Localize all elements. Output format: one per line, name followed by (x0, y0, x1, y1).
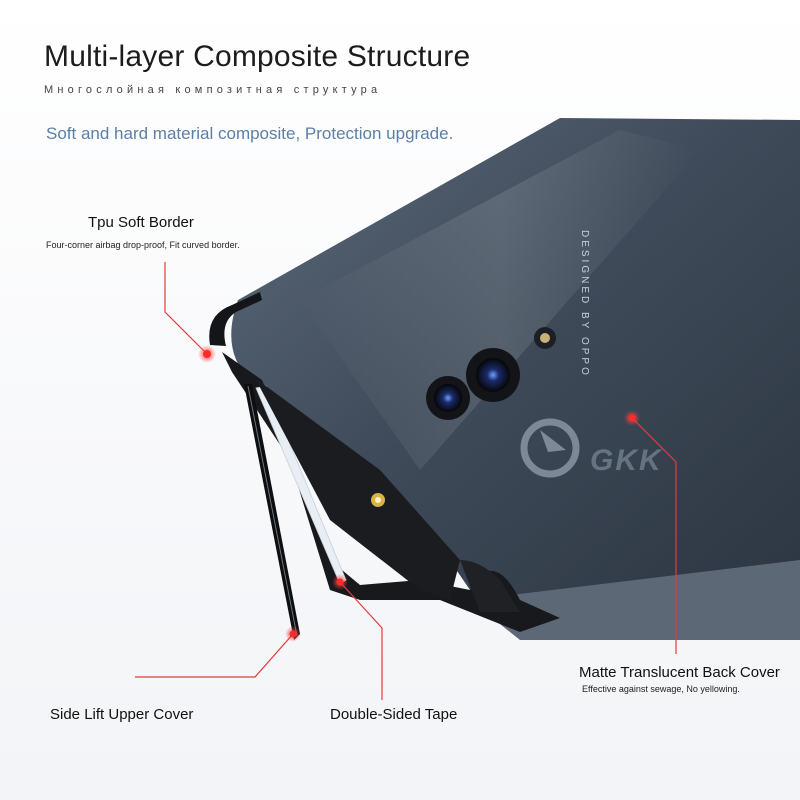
camera-module (426, 327, 556, 420)
tagline: Soft and hard material composite, Protec… (46, 124, 454, 143)
side-lift-cover (244, 384, 300, 640)
tape-callout-title: Double-Sided Tape (330, 706, 458, 723)
tpu-callout-desc: Four-corner airbag drop-proof, Fit curve… (46, 240, 240, 250)
tpu-bumper (209, 292, 560, 632)
watermark-text: GKK (590, 444, 663, 477)
side-lift-callout-title: Side Lift Upper Cover (50, 706, 194, 723)
phone-brand-print: DESIGNED BY OPPO (579, 230, 590, 378)
callout-dots (198, 345, 640, 642)
page-title: Multi-layer Composite Structure (44, 40, 471, 73)
page-subtitle: Многослойная композитная структура (44, 84, 382, 96)
back-cover-callout-desc: Effective against sewage, No yellowing. (582, 684, 740, 694)
popup-camera-slot (255, 378, 460, 600)
tpu-callout-title: Tpu Soft Border (88, 214, 194, 231)
back-cover-callout-title: Matte Translucent Back Cover (579, 664, 780, 681)
callout-lines (135, 262, 677, 700)
watermark-logo (520, 418, 580, 478)
